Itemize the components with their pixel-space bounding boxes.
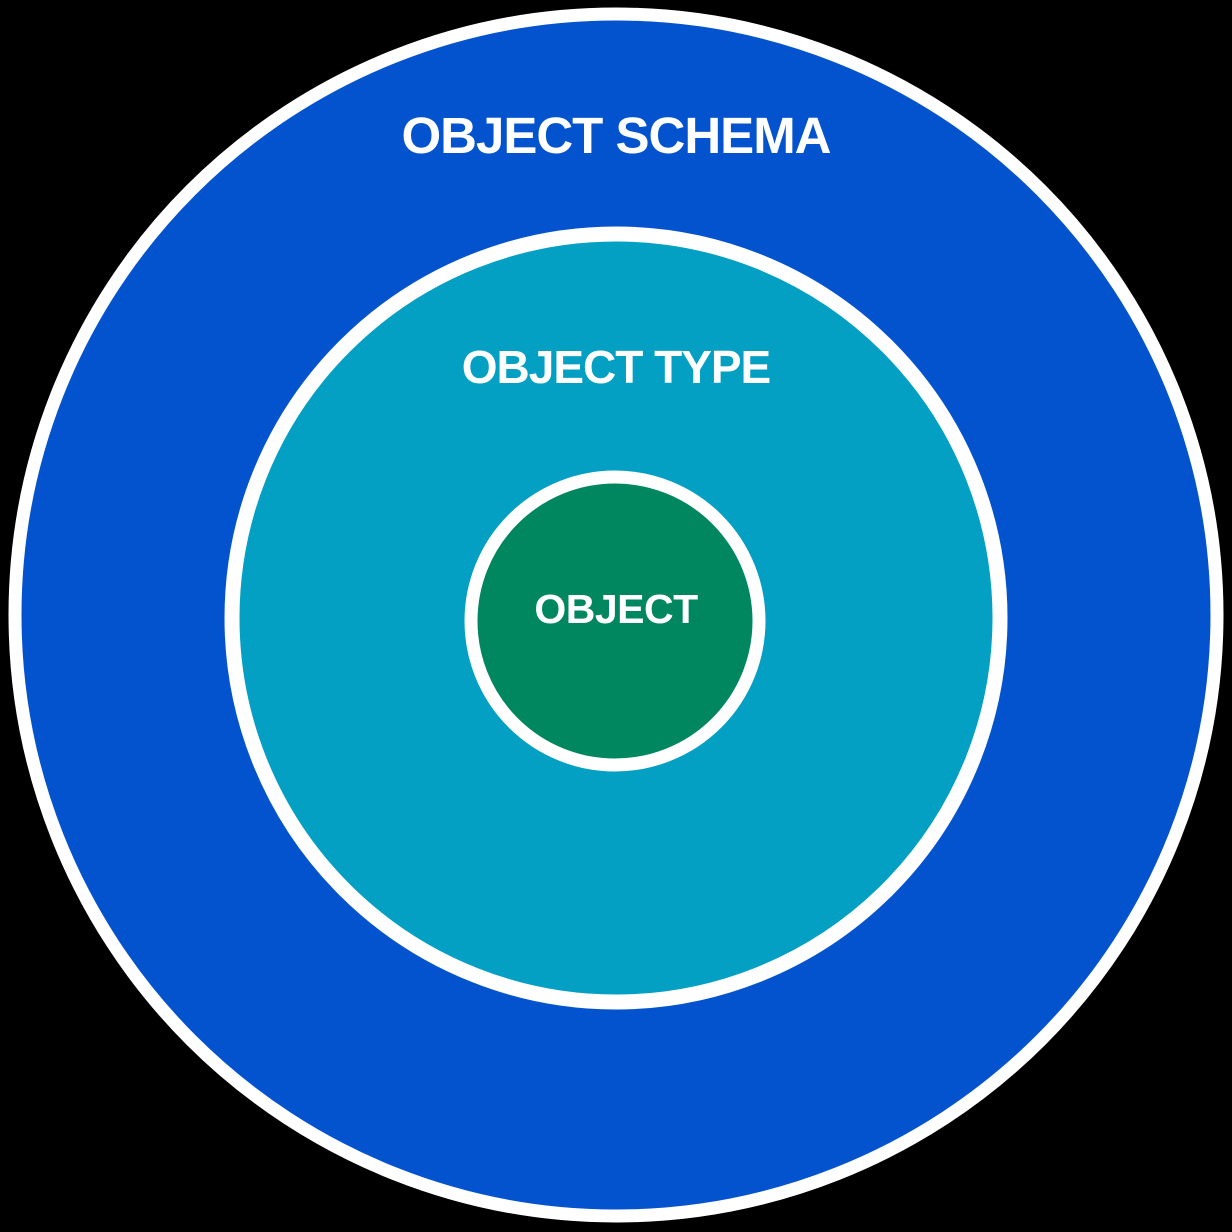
inner-circle-object[interactable] [464, 470, 766, 772]
